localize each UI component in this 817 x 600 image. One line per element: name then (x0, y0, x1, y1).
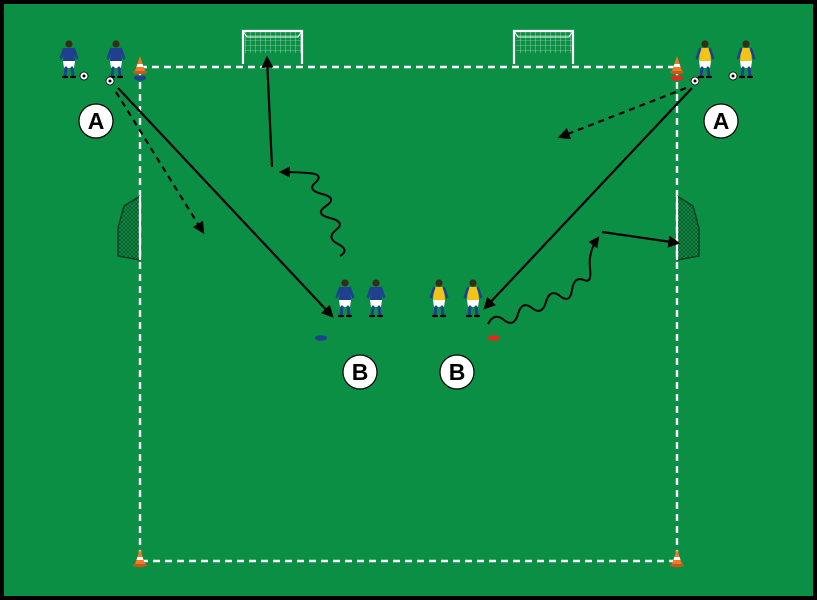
svg-text:A: A (713, 108, 730, 134)
dribble-arrow (278, 166, 346, 257)
svg-text:A: A (88, 108, 105, 134)
ball-icon (728, 71, 738, 81)
goal-icon (117, 195, 142, 261)
ball-icon (79, 71, 89, 81)
group-label-a-right: A (703, 103, 739, 139)
disc-marker-icon (488, 335, 500, 341)
svg-text:B: B (352, 359, 369, 385)
run-arrow (557, 86, 687, 140)
pass-arrow (483, 87, 693, 310)
goal-icon (675, 195, 700, 261)
ball-icon (690, 76, 700, 86)
disc-marker-icon (134, 75, 146, 81)
group-label-b-left: B (342, 354, 378, 390)
shot-arrow (261, 55, 274, 168)
goal-icon (241, 29, 304, 64)
dribble-arrow (487, 236, 600, 325)
goal-icon (512, 29, 575, 64)
group-label-b-right: B (439, 354, 475, 390)
disc-marker-icon (315, 335, 327, 341)
svg-text:B: B (449, 359, 466, 385)
pitch (4, 4, 813, 596)
pass-arrow (117, 87, 334, 318)
shot-arrow (601, 230, 681, 248)
disc-marker-icon (671, 75, 683, 81)
ball-icon (105, 76, 115, 86)
group-label-a-left: A (78, 103, 114, 139)
field-boundary (138, 65, 679, 563)
run-arrow (115, 91, 205, 235)
